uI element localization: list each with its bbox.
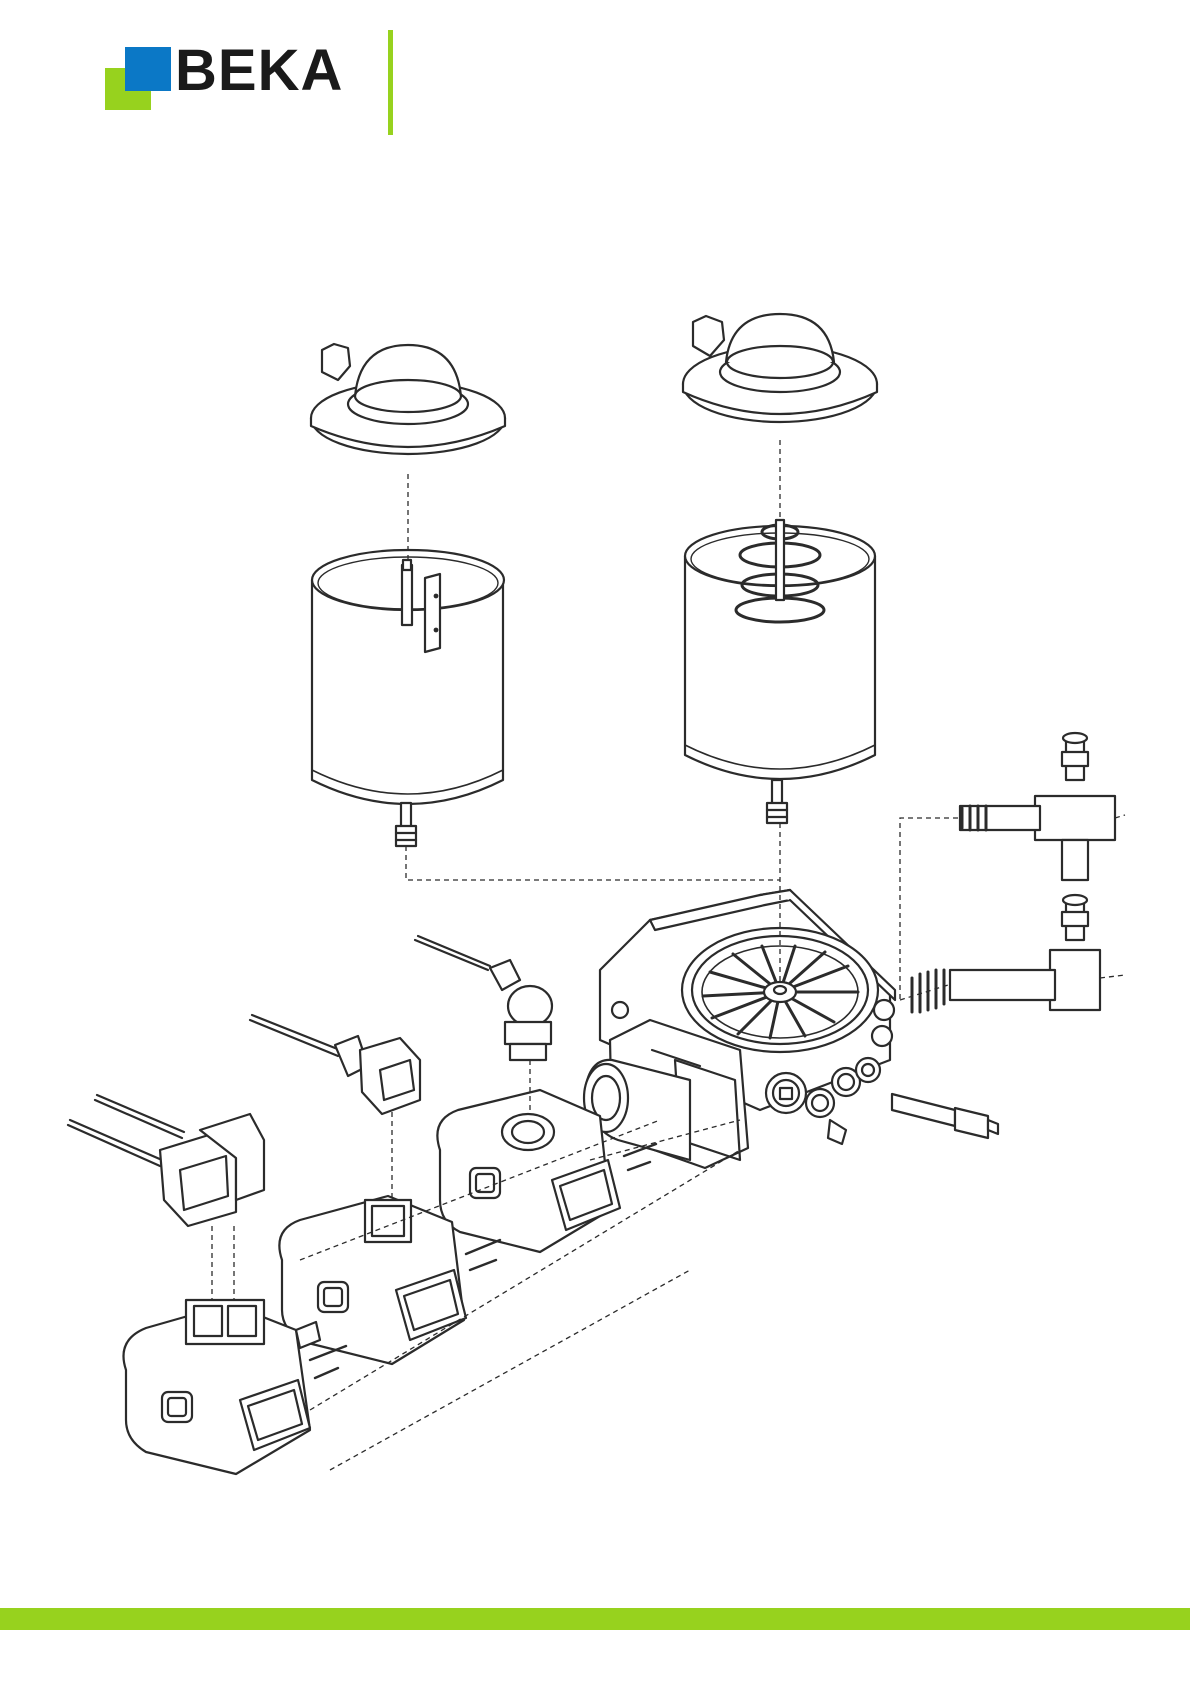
footer-green-bar xyxy=(0,1608,1190,1630)
pump-element-upper xyxy=(960,733,1115,880)
left-reservoir-container xyxy=(312,550,504,846)
right-reservoir-cover xyxy=(683,314,877,422)
cable-connector-middle xyxy=(250,1015,420,1114)
pump-element-lower xyxy=(912,895,1100,1012)
left-reservoir-cover xyxy=(311,344,505,454)
cable-connector-left-double xyxy=(68,1095,264,1226)
cable-connector-top xyxy=(415,936,552,1060)
pressure-relief-valve xyxy=(892,1094,998,1138)
right-reservoir-container xyxy=(685,520,875,823)
